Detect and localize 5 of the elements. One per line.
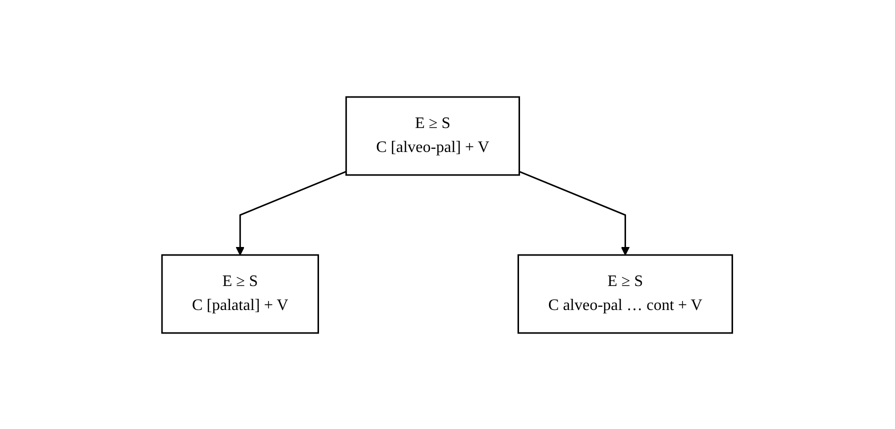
node-box: E ≥ S C [alveo-pal] + V [346, 96, 520, 176]
arrow [519, 170, 630, 255]
arrow [236, 170, 347, 255]
node-box: E ≥ S C [palatal] + V [162, 254, 320, 334]
node-box: E ≥ S C alveo-pal … cont + V [518, 254, 734, 334]
